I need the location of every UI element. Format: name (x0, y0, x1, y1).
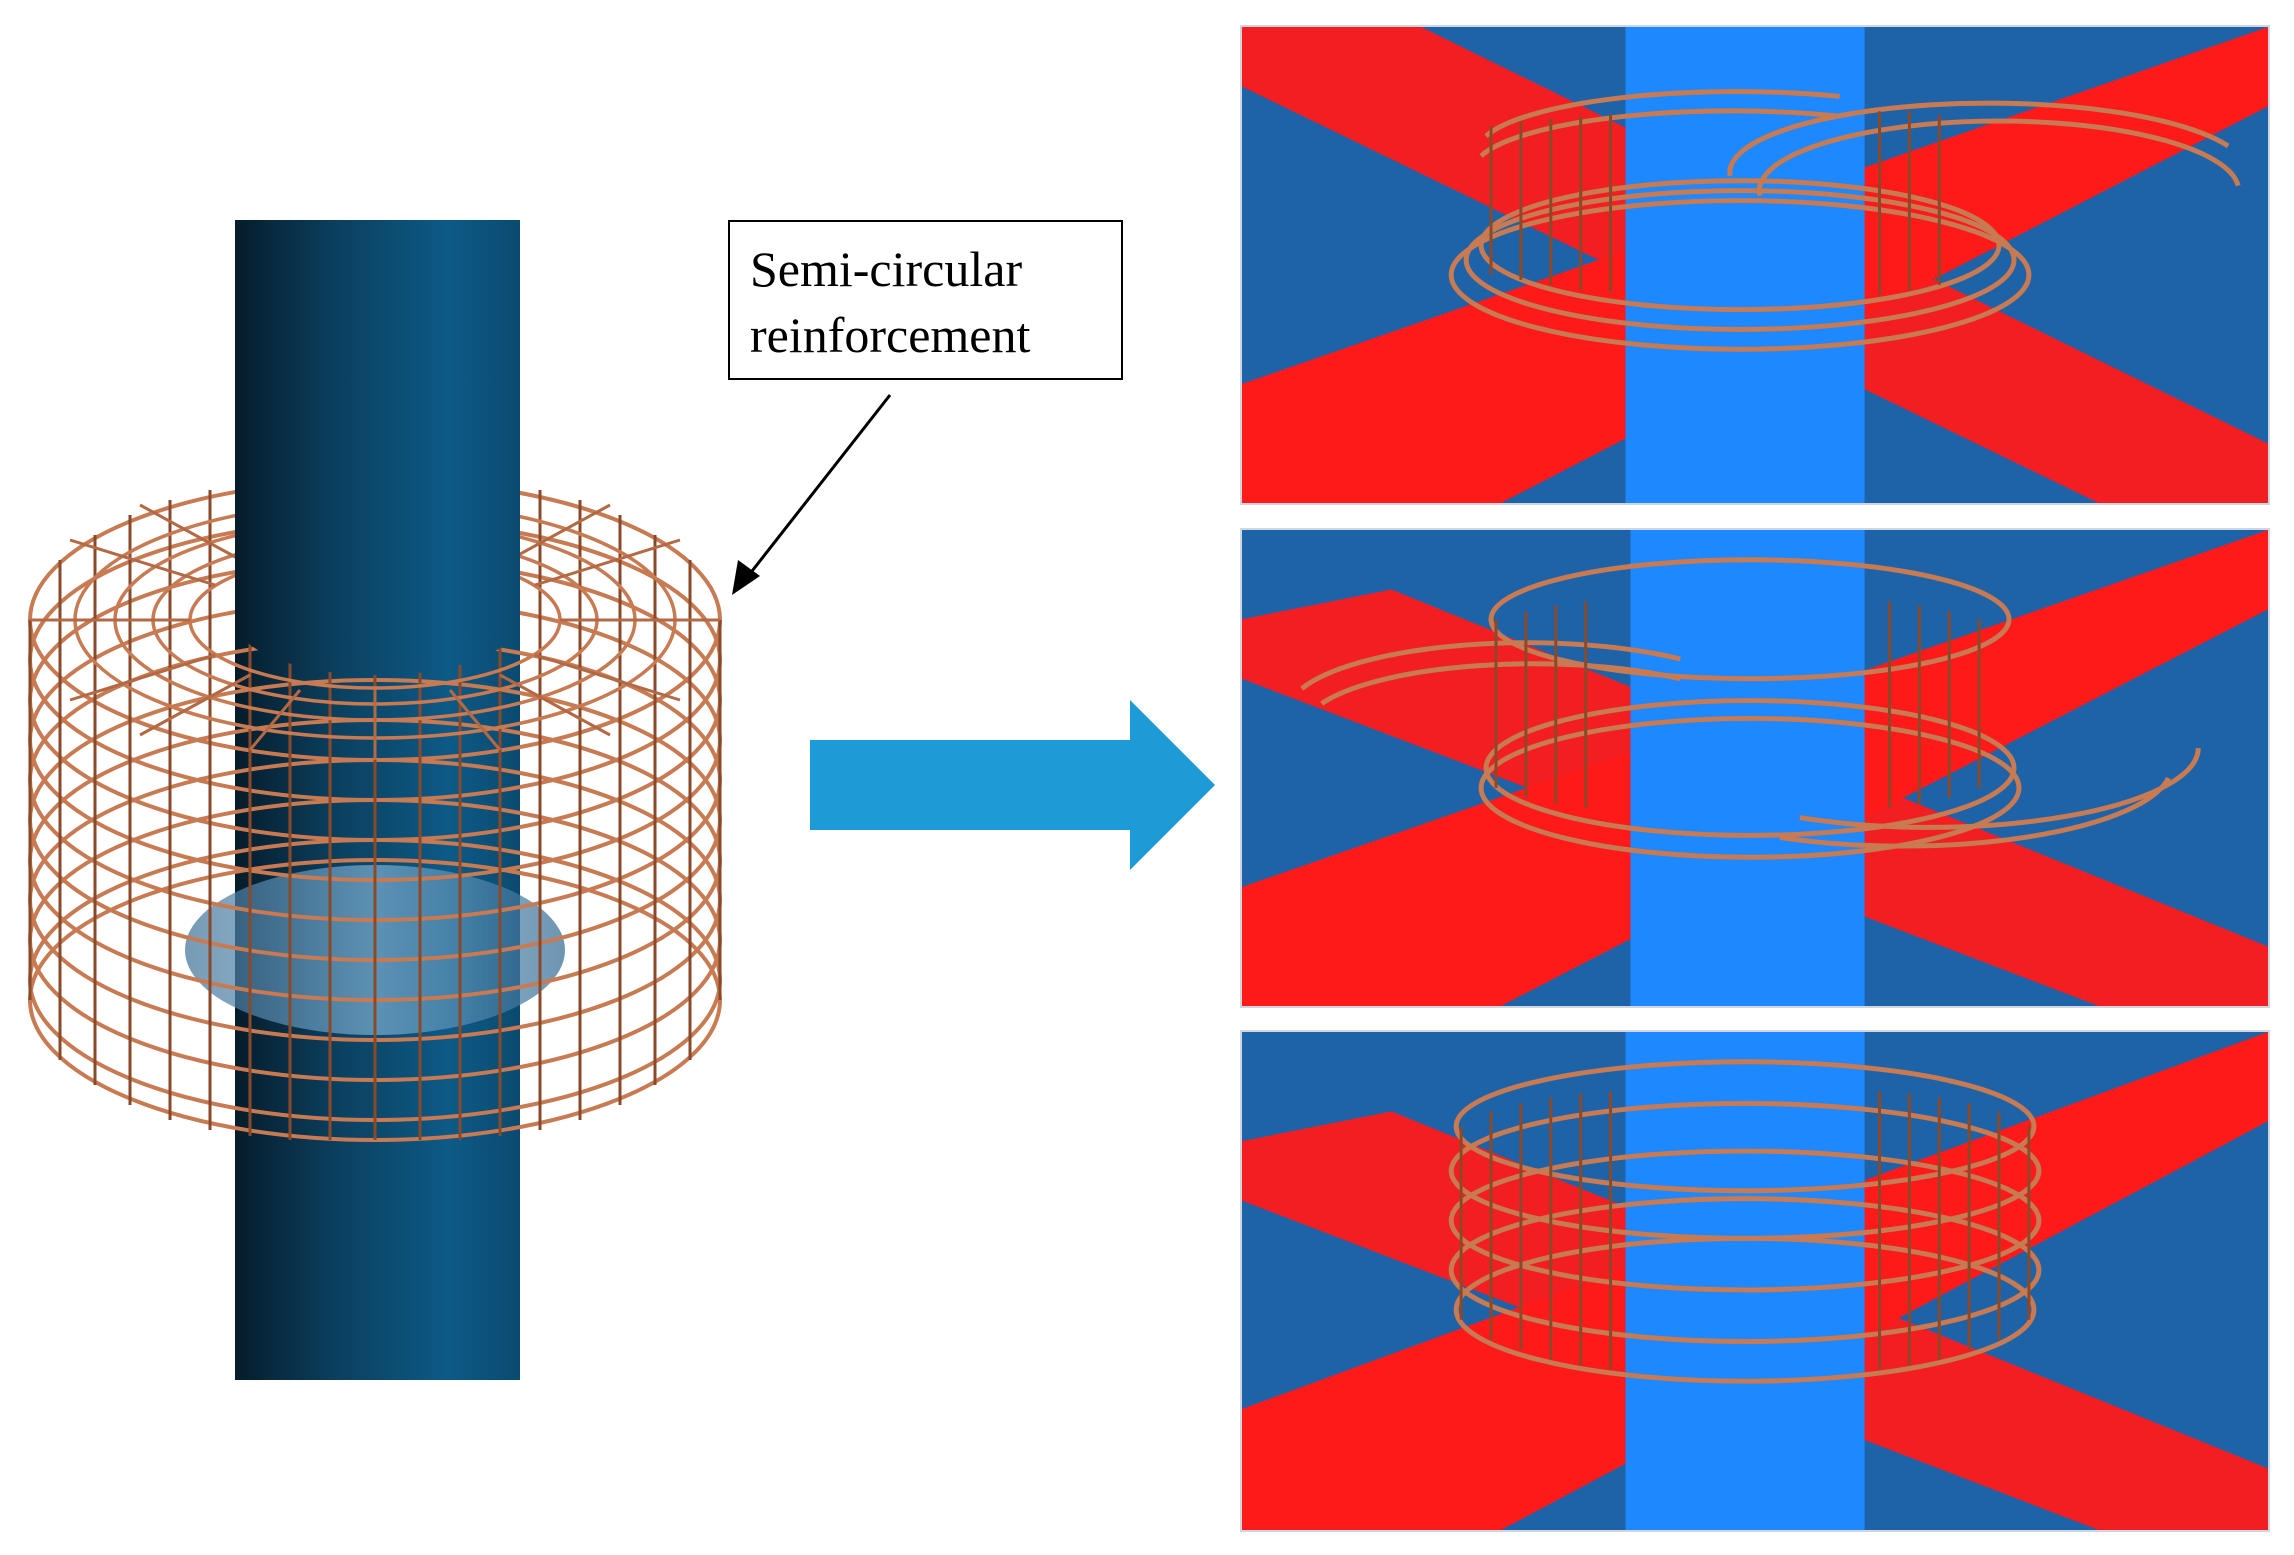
annotation-label-box: Semi-circular reinforcement (728, 220, 1123, 380)
stage-panel-1 (1240, 25, 2270, 505)
panel-rebar-cage (1448, 1059, 2042, 1384)
flow-arrow-right (810, 700, 1215, 870)
panel-rebar-cage (1448, 89, 2241, 352)
panel-rebar-verticals (1494, 601, 1981, 808)
panel-rebar-verticals (1489, 111, 1941, 295)
panel-column (1625, 27, 1865, 503)
panel-rebar-cage (1300, 557, 2201, 860)
stage-panel-2 (1240, 528, 2270, 1008)
panel-column (1630, 530, 1865, 1006)
annotation-line-2: reinforcement (750, 307, 1031, 363)
stage-panel-3 (1240, 1030, 2270, 1532)
column-through-cage (235, 220, 520, 676)
leader-arrow (732, 394, 892, 595)
panel-rebar-verticals (1459, 1091, 2031, 1370)
panel-column (1625, 1032, 1865, 1530)
annotation-line-1: Semi-circular (750, 241, 1023, 297)
column-with-rebar-cage (28, 220, 722, 1380)
